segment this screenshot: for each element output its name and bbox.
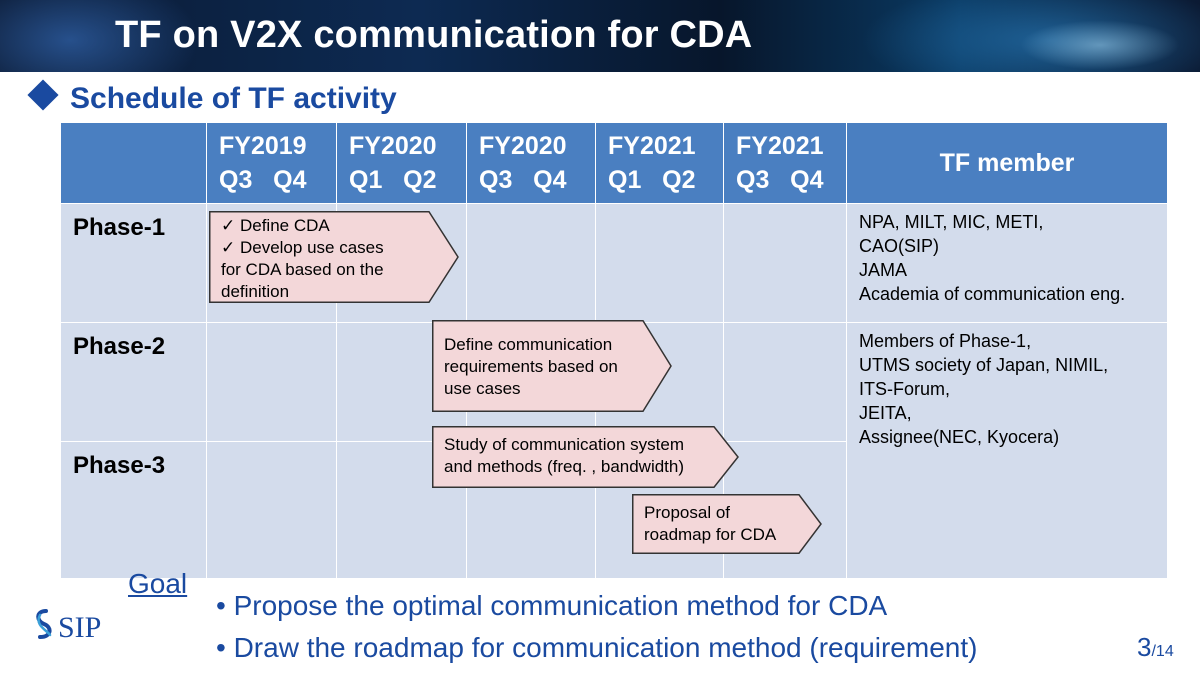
goal-bullet-2: • Draw the roadmap for communication met… — [216, 632, 978, 663]
goal-bullet-1: • Propose the optimal communication meth… — [216, 590, 888, 621]
phase-2-3-members: Members of Phase-1,UTMS society of Japan… — [846, 322, 1168, 579]
sip-logo: SIP — [30, 605, 115, 645]
phase-2-label: Phase-2 — [60, 322, 207, 442]
title-bar: TF on V2X communication for CDA — [0, 0, 1200, 72]
arrow-phase1-define-cda: ✓ Define CDA✓ Develop use cases for CDA … — [209, 211, 459, 303]
arrow-outline — [209, 211, 459, 303]
phase-3-label: Phase-3 — [60, 441, 207, 579]
slide-title: TF on V2X communication for CDA — [115, 14, 753, 56]
header-blank — [60, 122, 207, 204]
arrow-outline — [432, 320, 672, 412]
diamond-bullet-icon — [27, 79, 59, 111]
page-number: 3/14 — [1137, 632, 1174, 662]
phase-1-label: Phase-1 — [60, 203, 207, 323]
arrow-outline — [632, 494, 822, 554]
sip-logo-icon: SIP — [36, 609, 101, 644]
goal-label: Goal — [128, 568, 188, 599]
arrow-outline — [432, 426, 739, 488]
section-heading: Schedule of TF activity — [27, 79, 397, 116]
section-title: Schedule of TF activity — [70, 82, 397, 115]
header-tf-member: TF member — [846, 122, 1168, 204]
svg-text:SIP: SIP — [58, 611, 101, 644]
